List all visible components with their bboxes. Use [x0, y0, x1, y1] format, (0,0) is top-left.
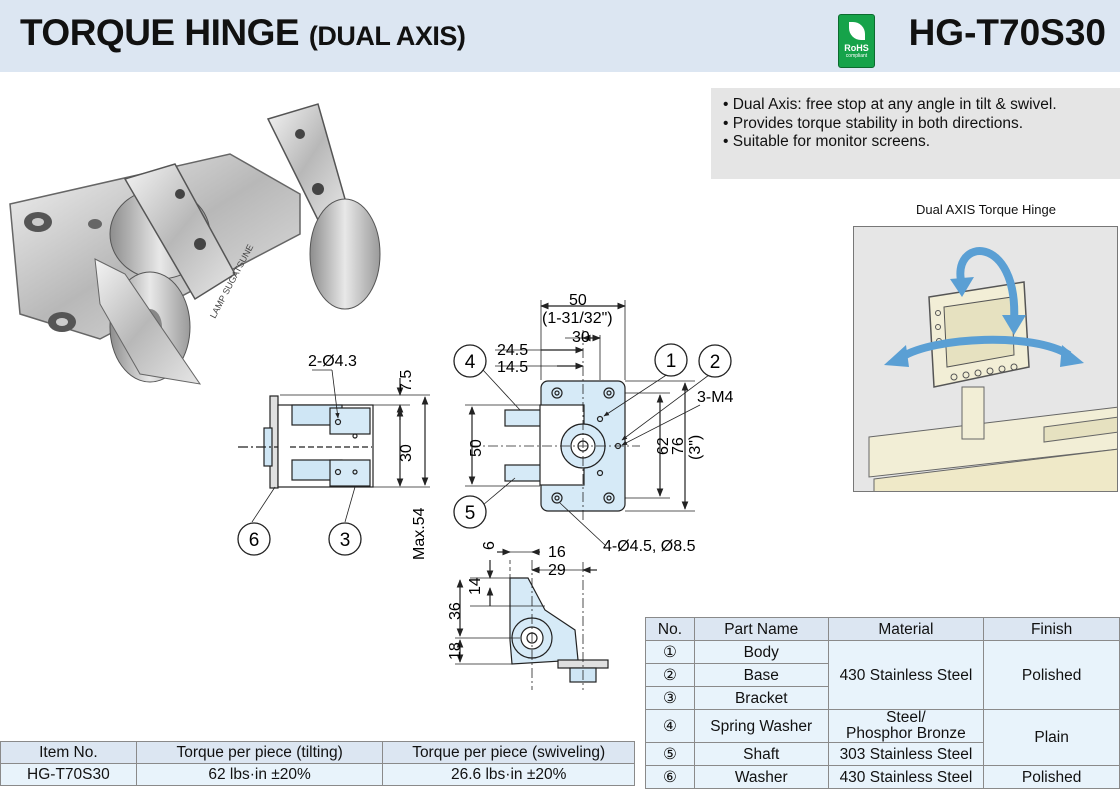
page-subtitle: (DUAL AXIS) — [308, 21, 466, 51]
callout-3: 3 — [340, 530, 351, 551]
dim-3-m4: 3-M4 — [697, 389, 734, 406]
dim-76-inch: (3") — [687, 435, 704, 460]
table-row: HG-T70S30 62 lbs·in ±20% 26.6 lbs·in ±20… — [0, 763, 635, 786]
part-name: Bracket — [693, 686, 829, 710]
feature-list-box: Dual Axis: free stop at any angle in til… — [711, 88, 1120, 179]
torque-tilting: 62 lbs·in ±20% — [135, 763, 384, 786]
torque-swiveling: 26.6 lbs·in ±20% — [382, 763, 635, 786]
callout-6: 6 — [249, 530, 260, 551]
part-material: Steel/ Phosphor Bronze — [827, 709, 985, 743]
table-row: ④ Spring Washer Steel/ Phosphor Bronze P… — [645, 709, 1120, 766]
header-bar — [0, 0, 1120, 72]
parts-table-header: No. Part Name Material Finish — [645, 617, 1120, 641]
part-name: Shaft — [693, 742, 829, 766]
part-finish: Polished — [983, 640, 1120, 710]
col-header: Finish — [983, 617, 1120, 641]
dim-max-54: Max.54 — [411, 507, 428, 560]
dim-30-vertical: 30 — [398, 444, 415, 462]
bottom-view — [455, 548, 609, 690]
dim-50-left: 50 — [468, 439, 485, 457]
dim-16: 16 — [548, 544, 566, 561]
leaf-icon — [848, 22, 865, 40]
part-material: 430 Stainless Steel — [827, 640, 985, 710]
dim-76: 76 — [670, 437, 687, 455]
callout-5: 5 — [465, 503, 476, 524]
col-header: Part Name — [693, 617, 829, 641]
parts-table: No. Part Name Material Finish ① Body 430… — [645, 617, 1120, 789]
dim-7-5: 7.5 — [398, 370, 415, 392]
table-row: ③ Bracket — [645, 686, 1120, 710]
part-material: 430 Stainless Steel — [827, 765, 985, 789]
part-name: Body — [693, 640, 829, 664]
dim-36: 36 — [447, 602, 464, 620]
model-number: HG-T70S30 — [908, 12, 1106, 53]
dim-30-top: 30 — [572, 329, 590, 346]
col-header: Item No. — [0, 741, 137, 764]
illustration-caption: Dual AXIS Torque Hinge — [916, 202, 1056, 217]
dim-6: 6 — [481, 541, 498, 550]
part-material: 303 Stainless Steel — [827, 742, 985, 766]
part-no: ④ — [645, 709, 695, 743]
dim-50-inch: (1-31/32") — [542, 310, 613, 327]
torque-table-header: Item No. Torque per piece (tilting) Torq… — [0, 741, 635, 764]
col-header: Material — [827, 617, 985, 641]
dim-29: 29 — [548, 562, 566, 579]
dim-24-5: 24.5 — [497, 342, 528, 359]
callout-1: 1 — [666, 351, 677, 372]
part-no: ③ — [645, 686, 695, 710]
col-header: No. — [645, 617, 695, 641]
dim-50-top: 50 — [569, 292, 587, 309]
part-name: Base — [693, 663, 829, 687]
col-header: Torque per piece (swiveling) — [382, 741, 635, 764]
feature-item: Suitable for monitor screens. — [723, 133, 1120, 152]
feature-item: Provides torque stability in both direct… — [723, 115, 1120, 134]
part-name: Spring Washer — [693, 709, 829, 743]
part-no: ① — [645, 640, 695, 664]
part-finish: Plain — [983, 709, 1120, 766]
col-header: Torque per piece (tilting) — [135, 741, 384, 764]
part-no: ⑤ — [645, 742, 695, 766]
table-row: ② Base — [645, 663, 1120, 687]
callouts: 1 2 3 4 5 6 — [237, 343, 732, 556]
callout-2: 2 — [710, 352, 721, 373]
item-no: HG-T70S30 — [0, 763, 137, 786]
table-row: ⑤ Shaft 303 Stainless Steel — [645, 742, 1120, 766]
dim-hole-2: 2-Ø4.3 — [308, 353, 357, 370]
dim-14: 14 — [467, 577, 484, 595]
dim-18: 18 — [447, 642, 464, 660]
page-title: TORQUE HINGE (DUAL AXIS) — [20, 12, 466, 53]
dim-14-5: 14.5 — [497, 359, 528, 376]
dim-holes-4: 4-Ø4.5, Ø8.5 — [603, 538, 696, 555]
part-finish: Polished — [983, 765, 1120, 789]
dim-62: 62 — [655, 437, 672, 455]
feature-item: Dual Axis: free stop at any angle in til… — [723, 96, 1120, 115]
product-photo: LAMP SUGATSUNE — [9, 103, 381, 385]
side-view — [238, 369, 430, 523]
callout-4: 4 — [465, 352, 476, 373]
part-no: ⑥ — [645, 765, 695, 789]
dual-axis-illustration — [853, 226, 1118, 492]
part-no: ② — [645, 663, 695, 687]
monitor-diagram — [854, 227, 1117, 491]
front-view — [465, 300, 714, 546]
part-name: Washer — [693, 765, 829, 789]
technical-drawings: 2-Ø4.3 7.5 30 Max.54 — [237, 292, 734, 690]
rohs-badge: RoHS compliant — [838, 14, 875, 68]
torque-table: Item No. Torque per piece (tilting) Torq… — [0, 741, 635, 786]
table-row: ⑥ Washer 430 Stainless Steel Polished — [645, 765, 1120, 789]
table-row: ① Body 430 Stainless Steel Polished — [645, 640, 1120, 710]
